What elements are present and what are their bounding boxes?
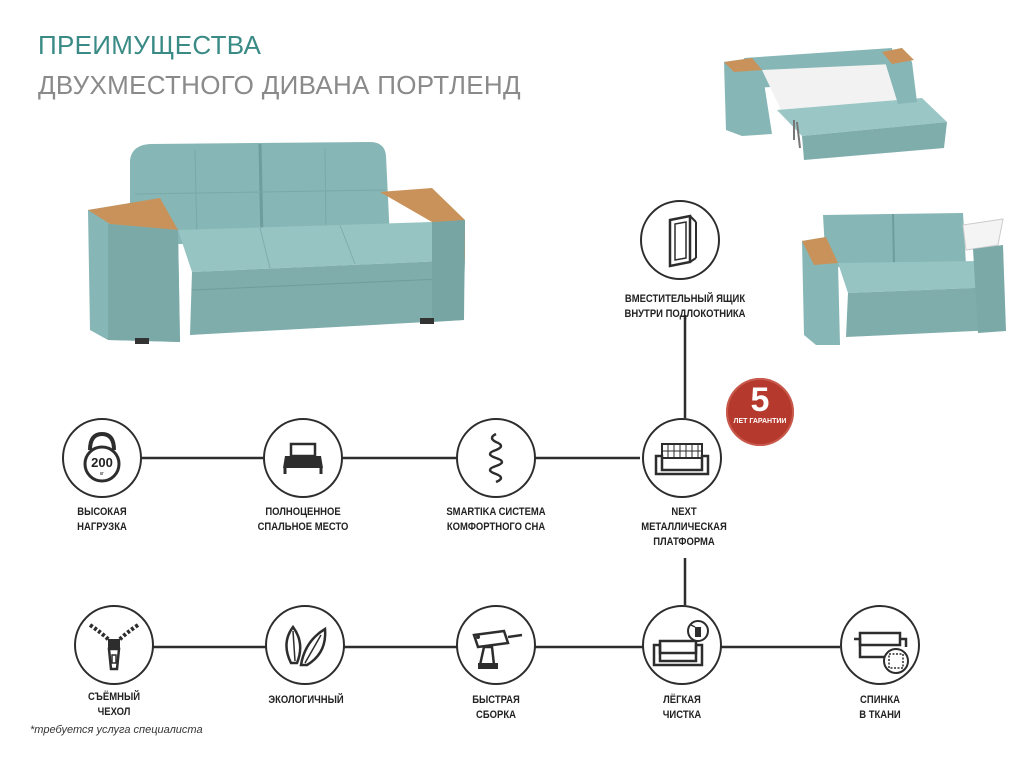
- leaf-icon: [285, 624, 327, 667]
- feature-back-label: СПИНКА В ТКАНИ: [859, 694, 901, 721]
- sofa-spray-icon: [652, 620, 709, 667]
- warranty-badge: 5 ЛЕТ ГАРАНТИИ: [726, 378, 794, 446]
- feature-load-label: ВЫСОКАЯ НАГРУЗКА: [77, 506, 127, 533]
- kettlebell-unit: кг: [100, 471, 104, 477]
- kettlebell-icon: 200 кг: [83, 431, 121, 483]
- feature-spring-circle: [456, 418, 536, 498]
- feature-assembly-label: БЫСТРАЯ СБОРКА: [472, 694, 520, 721]
- feature-eco-circle: [265, 605, 345, 685]
- sofa-open-armrest-image: [802, 213, 1006, 345]
- page-subtitle: ДВУХМЕСТНОГО ДИВАНА ПОРТЛЕНД: [38, 70, 521, 100]
- feature-eco-label: ЭКОЛОГИЧНЫЙ: [268, 694, 344, 706]
- feature-platform-label: NEXT МЕТАЛЛИЧЕСКАЯ ПЛАТФОРМА: [641, 506, 727, 548]
- zipper-icon: [88, 623, 140, 671]
- footnote: *требуется услуга специалиста: [30, 724, 203, 736]
- kettlebell-value: 200: [91, 455, 113, 470]
- sofa-unfolded-image: [724, 48, 947, 160]
- feature-load-circle: 200 кг: [62, 418, 142, 498]
- feature-cover-circle: [74, 605, 154, 685]
- feature-spring-label: SMARTIKA СИСТЕМА КОМФОРТНОГО СНА: [446, 506, 546, 533]
- bed-icon: [283, 442, 323, 474]
- feature-cover-label: СЪЁМНЫЙ ЧЕХОЛ: [87, 691, 141, 718]
- warranty-text: ЛЕТ ГАРАНТИИ: [733, 418, 787, 425]
- feature-sleep-label: ПОЛНОЦЕННОЕ СПАЛЬНОЕ МЕСТО: [257, 506, 349, 533]
- feature-platform-circle: [642, 418, 722, 498]
- feature-cleaning-circle: [642, 605, 722, 685]
- warranty-years: 5: [750, 381, 770, 419]
- feature-storage-label: ВМЕСТИТЕЛЬНЫЙ ЯЩИК ВНУТРИ ПОДЛОКОТНИКА: [624, 293, 746, 320]
- page-title: ПРЕИМУЩЕСТВА: [38, 30, 262, 60]
- feature-assembly-circle: [456, 605, 536, 685]
- feature-back-circle: [840, 605, 920, 685]
- drill-icon: [472, 629, 523, 669]
- armrest-storage-icon: [668, 214, 697, 268]
- feature-storage-circle: [640, 200, 720, 280]
- spring-icon: [488, 432, 504, 484]
- sofa-main-image: [88, 142, 465, 344]
- feature-cleaning-label: ЛЁГКАЯ ЧИСТКА: [662, 694, 702, 721]
- metal-platform-icon: [654, 443, 710, 476]
- feature-sleep-circle: [263, 418, 343, 498]
- fabric-back-icon: [854, 631, 909, 674]
